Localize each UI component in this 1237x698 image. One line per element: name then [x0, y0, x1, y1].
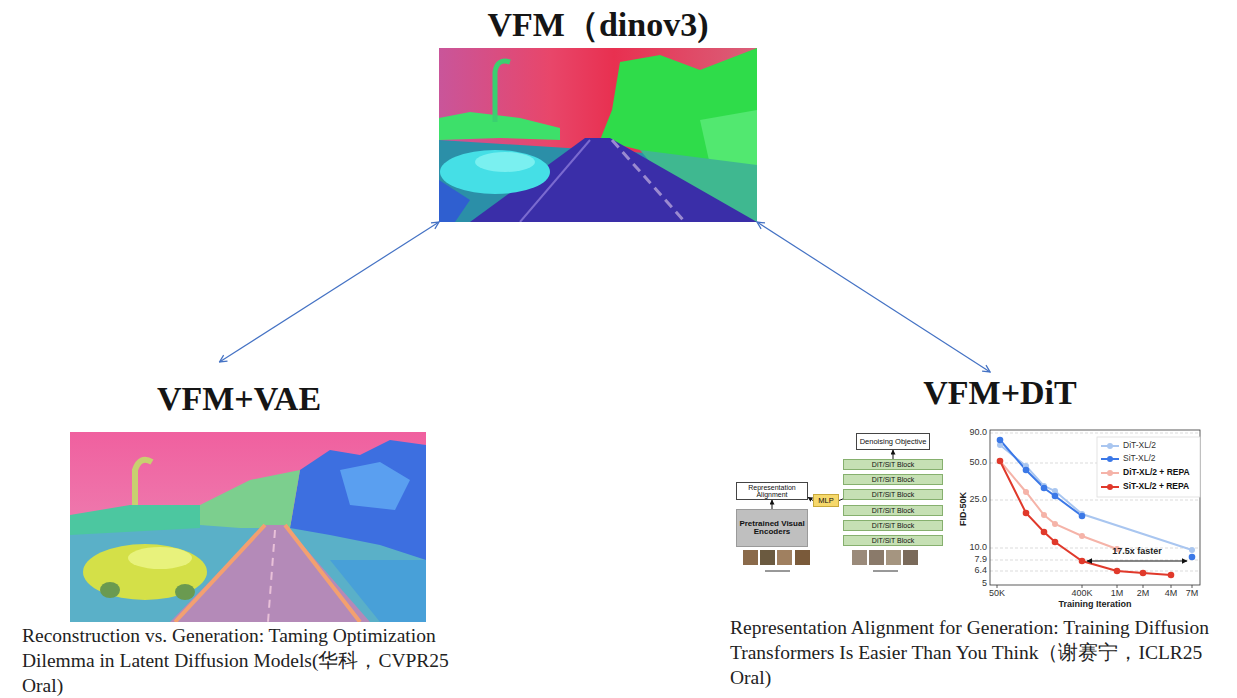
- legend-text: DiT-XL/2: [1123, 440, 1156, 451]
- tick-label: 4M: [1151, 588, 1191, 598]
- legend-text: DiT-XL/2 + REPA: [1123, 467, 1190, 478]
- objective-box: Denoising Objective: [856, 433, 930, 450]
- transformer-block: DiT/SiT Block: [843, 535, 943, 546]
- flow-arrow: [772, 500, 773, 509]
- alignment-box: Representation Alignment: [736, 482, 808, 500]
- double-arrow: [220, 222, 440, 362]
- panel-heading: VFM（dinov3): [419, 6, 777, 44]
- encoder-box: Pretrained Visual Encoders: [736, 509, 808, 547]
- paper-caption: Representation Alignment for Generation:…: [730, 615, 1230, 690]
- tick-label: 1M: [1097, 588, 1137, 598]
- legend-text: SiT-XL/2: [1123, 453, 1156, 464]
- block-label: DiT/SiT Block: [872, 461, 914, 468]
- block-label: DiT/SiT Block: [872, 522, 914, 529]
- panel-heading: VFM+VAE: [119, 380, 359, 418]
- vae-latent-image: [70, 432, 426, 622]
- speedup-note: 17.5x faster: [1107, 546, 1167, 556]
- block-label: DiT/SiT Block: [872, 476, 914, 483]
- transformer-block: DiT/SiT Block: [843, 474, 943, 485]
- vae-panel: VFM+VAE Reconstruction vs. Generation: Ta…: [20, 362, 495, 695]
- legend-sample-dot: [1107, 443, 1113, 449]
- transformer-block: DiT/SiT Block: [843, 505, 943, 516]
- tick-label: 6.4: [955, 565, 987, 575]
- feature-map-image: [439, 48, 757, 222]
- tick-label: 2M: [1123, 588, 1163, 598]
- tick-label: 7M: [1172, 588, 1212, 598]
- axis-title: Training Iteration: [1045, 599, 1145, 609]
- tick-label: 400K: [1062, 588, 1102, 598]
- legend-text: SiT-XL/2 + REPA: [1123, 481, 1189, 492]
- tick-label: 7.9: [955, 554, 987, 564]
- dit-panel: VFM+DiT Representation Alignment for Gene…: [728, 372, 1233, 694]
- panel-heading: VFM+DiT: [900, 374, 1100, 412]
- block-label: DiT/SiT Block: [872, 537, 914, 544]
- objective-label: Denoising Objective: [860, 438, 927, 446]
- double-arrow: [757, 222, 990, 372]
- transformer-block: DiT/SiT Block: [843, 489, 943, 500]
- encoder-label: Pretrained Visual Encoders: [737, 520, 807, 537]
- flow-arrow: [893, 450, 894, 459]
- mlp-label: MLP: [818, 497, 833, 505]
- paper-caption: Reconstruction vs. Generation: Taming Op…: [22, 623, 494, 698]
- block-label: DiT/SiT Block: [872, 507, 914, 514]
- legend-sample-dot: [1107, 456, 1113, 462]
- tick-label: 50.0: [955, 457, 987, 467]
- tick-label: 5: [955, 578, 987, 588]
- feature-map-panel: VFM（dinov3): [439, 8, 757, 222]
- transformer-block: DiT/SiT Block: [843, 459, 943, 470]
- alignment-label: Representation Alignment: [737, 484, 807, 499]
- mlp-box: MLP: [813, 494, 839, 507]
- transformer-block: DiT/SiT Block: [843, 520, 943, 531]
- tick-label: 50K: [977, 588, 1017, 598]
- tick-label: 10.0: [955, 542, 987, 552]
- legend-sample-dot: [1107, 470, 1113, 476]
- tick-label: 90.0: [955, 427, 987, 437]
- legend-sample-dot: [1107, 484, 1113, 490]
- block-label: DiT/SiT Block: [872, 491, 914, 498]
- axis-title: FID-50K: [958, 479, 968, 539]
